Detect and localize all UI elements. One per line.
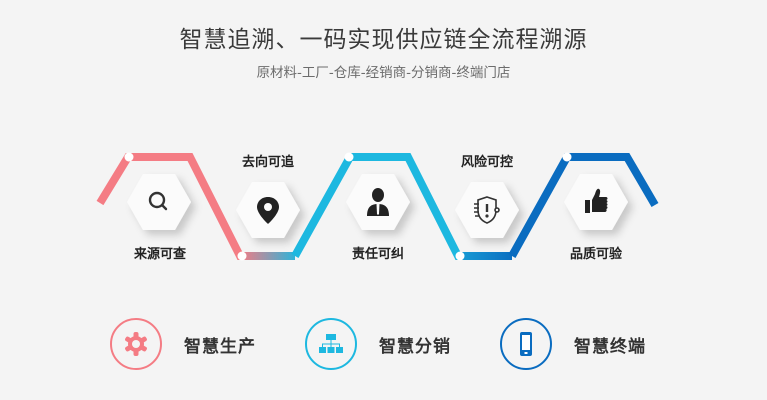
step-label-source: 来源可查: [133, 247, 187, 262]
search-icon: [148, 191, 168, 211]
step-hexagon-risk: [455, 182, 519, 238]
person-icon: [367, 188, 389, 216]
feature-icon-ring: [305, 318, 357, 370]
feature-smart-terminal: 智慧终端: [500, 318, 646, 370]
step-label-destination: 去向可追: [241, 155, 295, 170]
step-label-responsibility: 责任可纠: [351, 247, 405, 262]
gear-icon: [125, 332, 147, 356]
page-subtitle: 原材料-工厂-仓库-经销商-分销商-终端门店: [256, 65, 511, 81]
feature-label: 智慧终端: [574, 336, 646, 357]
feature-label: 智慧生产: [184, 336, 256, 357]
thumbs-up-icon: [585, 188, 608, 213]
step-label-quality: 品质可验: [569, 247, 623, 262]
page-title: 智慧追溯、一码实现供应链全流程溯源: [179, 27, 588, 53]
shield-alert-icon: [474, 196, 500, 224]
org-chart-icon: [319, 334, 343, 353]
step-hexagon-destination: [236, 182, 300, 238]
feature-label: 智慧分销: [379, 336, 451, 357]
step-hexagon-source: [127, 174, 191, 230]
feature-smart-distribution: 智慧分销: [305, 318, 451, 370]
feature-smart-production: 智慧生产: [110, 318, 256, 370]
mobile-phone-icon: [520, 332, 532, 356]
location-pin-icon: [257, 197, 279, 224]
feature-icon-ring: [500, 318, 552, 370]
step-label-risk: 风险可控: [460, 155, 514, 170]
step-hexagon-quality: [564, 174, 628, 230]
step-hexagon-responsibility: [346, 174, 410, 230]
feature-icon-ring: [110, 318, 162, 370]
